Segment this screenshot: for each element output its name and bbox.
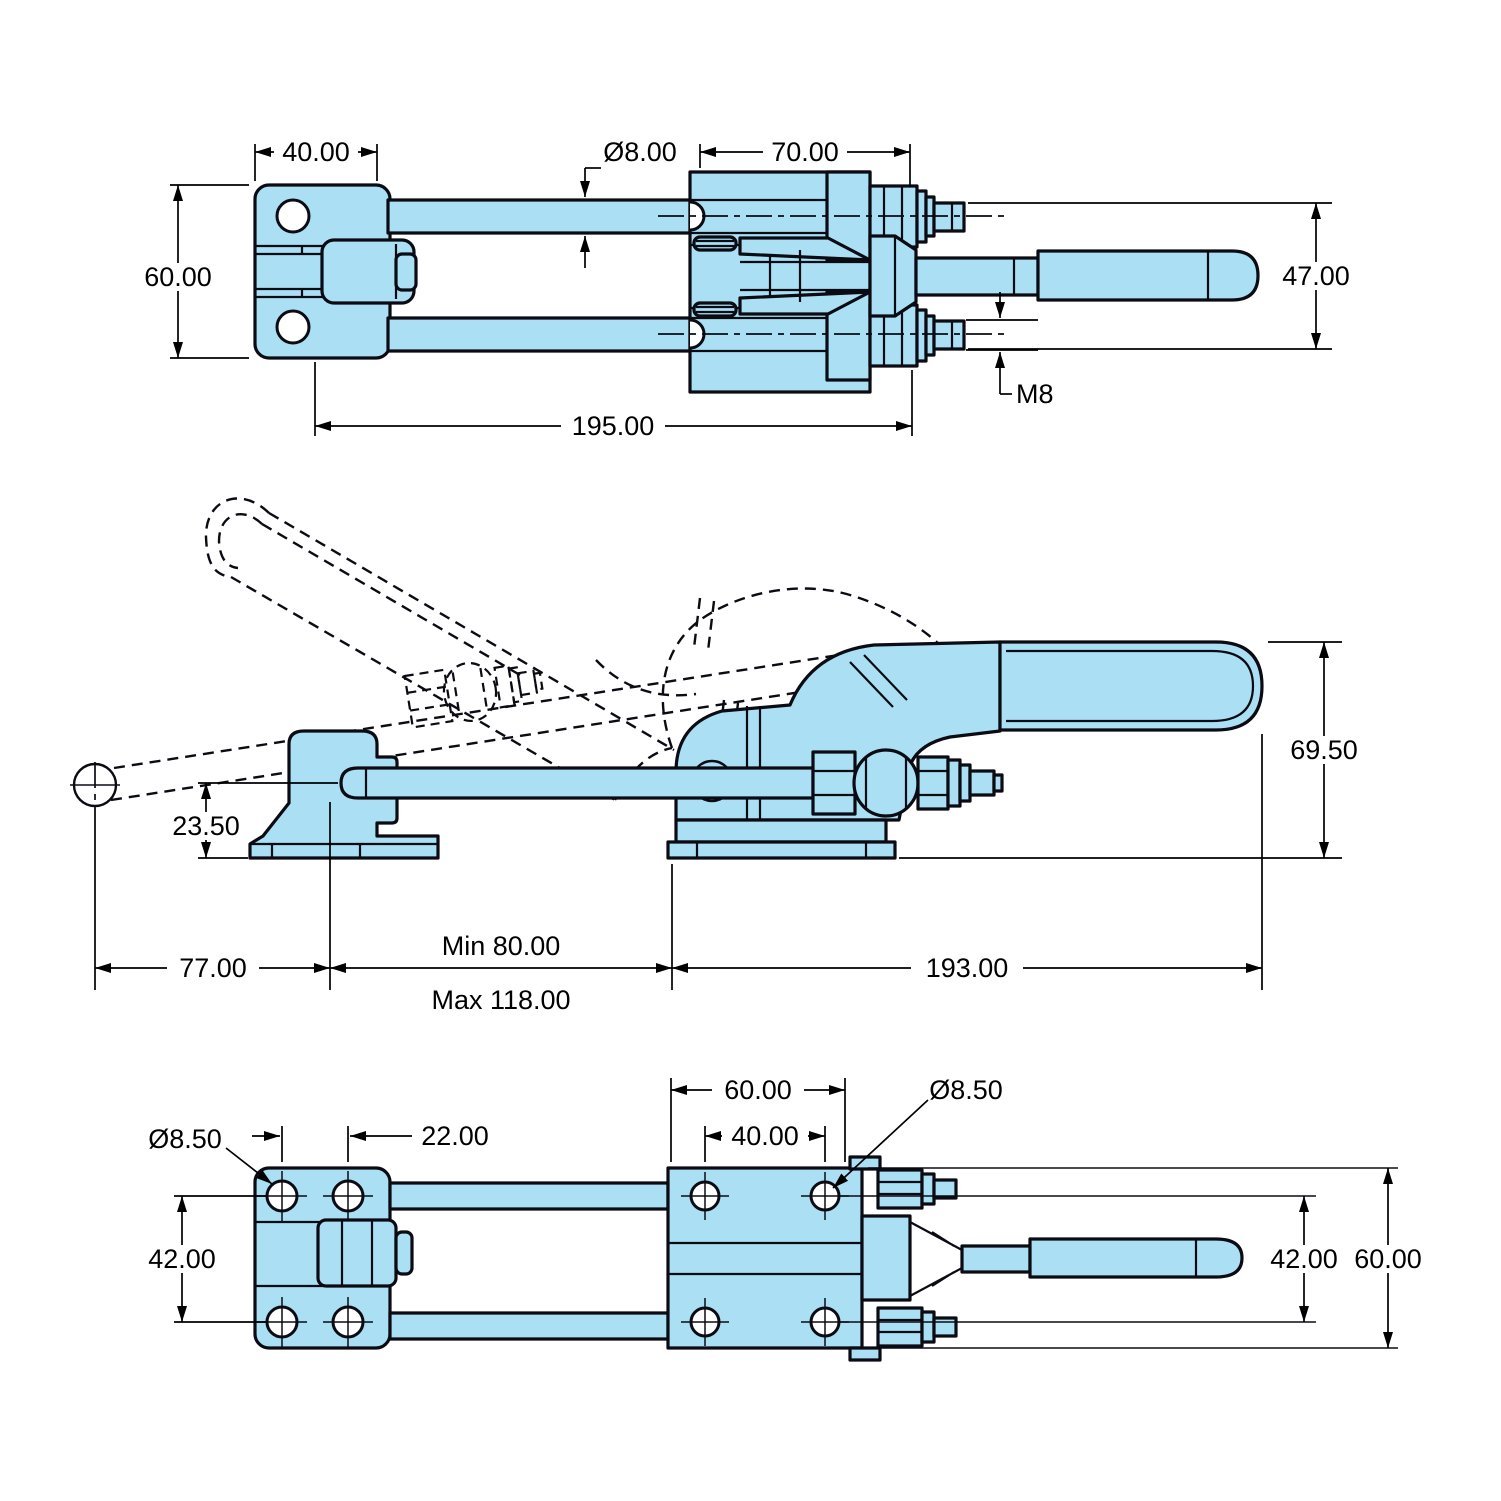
dim-top-dia8: Ø8.00 — [580, 137, 677, 268]
dim-bottom-22: 22.00 — [252, 1121, 489, 1162]
dim-bottom-42-left: 42.00 — [139, 1195, 266, 1323]
dim-label: 60.00 — [1354, 1244, 1422, 1274]
bottom-view: 60.00 40.00 Ø8.50 Ø8.50 22.00 42.00 — [139, 1075, 1428, 1362]
base-plate-upper — [674, 818, 888, 844]
dim-label: 47.00 — [1282, 261, 1350, 291]
dim-label-max: Max 118.00 — [431, 985, 570, 1015]
dim-bottom-60-right: 60.00 — [1348, 1168, 1428, 1348]
lever-arm — [738, 234, 918, 318]
dim-label: 193.00 — [926, 953, 1009, 983]
dim-side-193: 193.00 — [672, 734, 1263, 990]
hook-end-center — [70, 762, 120, 808]
pull-rod-lower — [386, 316, 692, 353]
channel — [860, 1214, 912, 1302]
dim-bottom-60-top: 60.00 — [670, 1075, 846, 1162]
dim-label-min: Min 80.00 — [442, 931, 561, 961]
top-view: 40.00 Ø8.00 70.00 60.00 47.00 — [136, 137, 1358, 441]
draw-bar — [1036, 249, 1260, 302]
draw-bar-cone — [909, 1221, 1244, 1297]
dim-label: Ø8.50 — [148, 1124, 222, 1154]
dim-top-70: 70.00 — [699, 137, 911, 187]
dim-label: 40.00 — [282, 137, 350, 167]
threaded-stud — [932, 1178, 958, 1200]
dim-bottom-dia85-plate: Ø8.50 — [832, 1075, 1003, 1189]
dim-label: 60.00 — [724, 1075, 792, 1105]
threaded-stud — [932, 1316, 958, 1338]
dim-side-77: 77.00 — [94, 802, 331, 990]
pull-rod-upper — [386, 198, 692, 235]
dim-side-6950: 69.50 — [899, 641, 1367, 859]
handle-grip — [998, 640, 1264, 732]
dim-side-2350: 23.50 — [163, 782, 338, 859]
clevis-holes — [257, 1171, 373, 1347]
mounting-hole — [275, 198, 311, 234]
pivot-tongue-bottom — [316, 1218, 398, 1288]
dim-label: Ø8.50 — [929, 1075, 1003, 1105]
nut-bottom-bottomview — [848, 1306, 958, 1362]
dim-bottom-40: 40.00 — [704, 1121, 826, 1162]
dim-label: 195.00 — [572, 411, 655, 441]
pull-rod-upper-bottom — [388, 1181, 670, 1211]
dim-label: 77.00 — [179, 953, 247, 983]
dim-label: 42.00 — [148, 1244, 216, 1274]
dim-top-195: 195.00 — [314, 362, 913, 441]
dim-bottom-42-right: 42.00 — [1264, 1196, 1344, 1322]
dim-label: 22.00 — [421, 1121, 489, 1151]
side-view: 23.50 77.00 Min 80.00 Max 118.00 193.00 … — [70, 497, 1367, 1015]
dim-top-47: 47.00 — [968, 202, 1358, 350]
dim-label: 42.00 — [1270, 1244, 1338, 1274]
threaded-stud — [932, 319, 966, 351]
base-plate-lower — [666, 840, 897, 860]
dim-label: 70.00 — [771, 137, 839, 167]
dim-label: 23.50 — [172, 811, 240, 841]
dim-bottom-dia85-clevis: Ø8.50 — [148, 1124, 273, 1185]
dim-label: 60.00 — [144, 262, 212, 292]
pull-rod-lower-bottom — [388, 1311, 670, 1341]
dim-label: Ø8.00 — [603, 137, 677, 167]
threaded-stud — [932, 201, 966, 233]
draw-bar-bottom — [1028, 1237, 1244, 1279]
latch-rod — [339, 766, 815, 800]
dim-top-40: 40.00 — [254, 137, 378, 181]
adjuster-open — [403, 661, 544, 729]
dim-label: M8 — [1016, 379, 1054, 409]
hex-boss — [868, 234, 918, 318]
u-bolt-adjuster — [811, 748, 1004, 818]
centerline — [658, 215, 1005, 335]
dim-top-60: 60.00 — [136, 184, 249, 359]
dim-top-m8: M8 — [966, 292, 1054, 409]
dim-side-minmax: Min 80.00 Max 118.00 — [330, 864, 673, 1015]
spring-pad — [692, 235, 738, 318]
neck-hatch — [849, 654, 908, 708]
threaded-stud — [968, 769, 996, 797]
draw-bar-neck — [914, 256, 1040, 297]
plate-holes — [681, 1172, 849, 1346]
nut-top-bottomview — [848, 1155, 958, 1210]
dim-label: 69.50 — [1290, 735, 1358, 765]
dim-label: 40.00 — [731, 1121, 799, 1151]
mounting-hole — [275, 309, 311, 345]
